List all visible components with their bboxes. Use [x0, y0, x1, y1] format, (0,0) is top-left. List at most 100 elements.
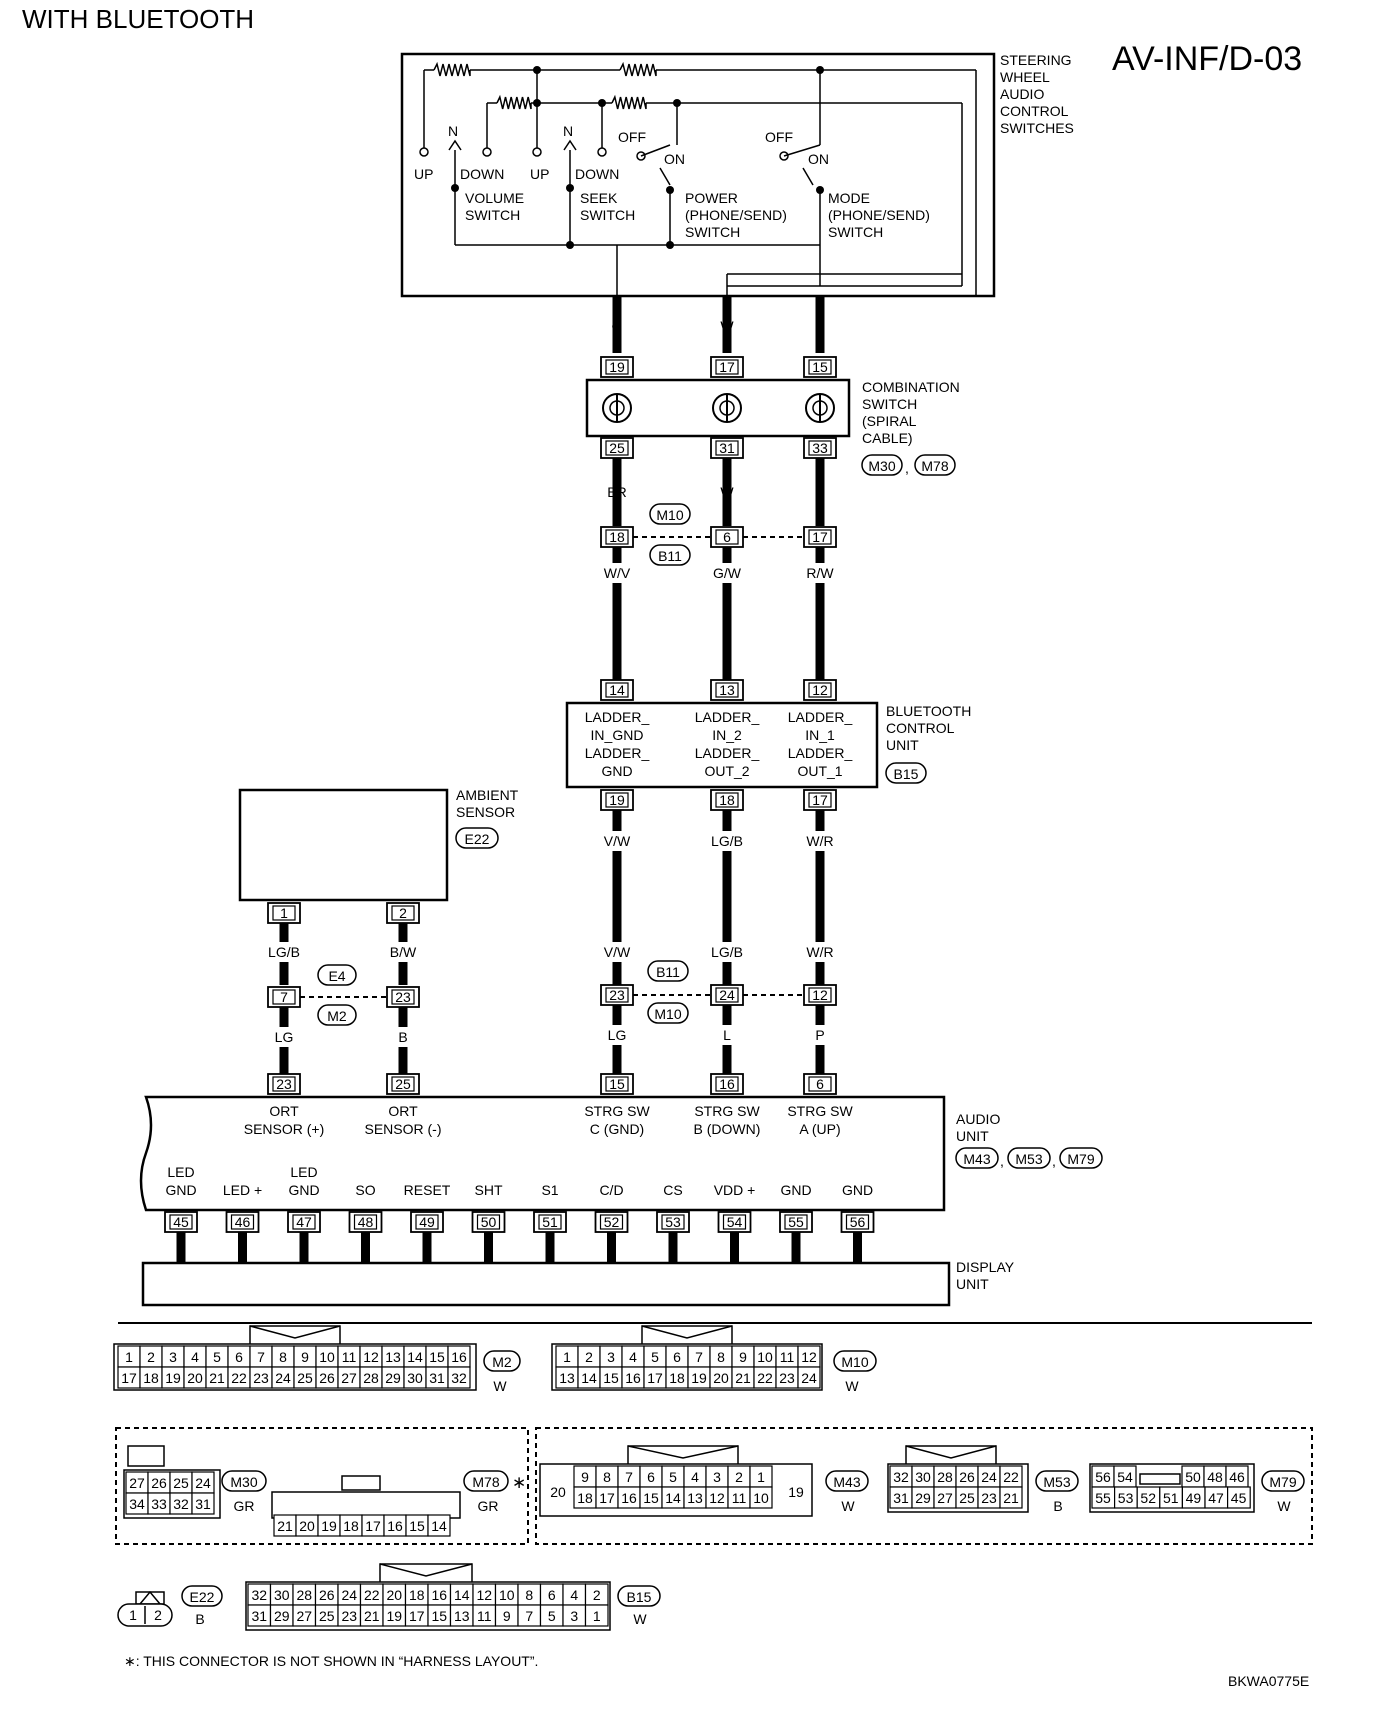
- cavity-number: 15: [431, 1608, 447, 1624]
- junction-dot: [566, 241, 574, 249]
- pin-box: [715, 440, 739, 456]
- seek-switch-label: SWITCH: [580, 207, 635, 223]
- connector-id-badge: M10: [833, 1350, 877, 1372]
- label-bg: [595, 942, 639, 962]
- cavity: [427, 1514, 451, 1537]
- connector-latch: [1139, 1473, 1181, 1485]
- badge-outline: [647, 960, 689, 982]
- cavity-number: 1: [129, 1607, 137, 1623]
- cavity-number: 30: [915, 1469, 931, 1485]
- terminal-label: A (UP): [799, 1121, 840, 1137]
- terminal-label: C/D: [599, 1182, 623, 1198]
- cavity-number: 18: [577, 1490, 593, 1506]
- combination-switch-label: SWITCH: [862, 396, 917, 412]
- badge-outline: [181, 1585, 223, 1607]
- cavity-number: 3: [713, 1469, 721, 1485]
- connector-latch: [341, 1475, 381, 1491]
- cavity-number: 14: [581, 1370, 597, 1386]
- cavity-number: 7: [257, 1349, 265, 1365]
- connector-id: E22: [465, 831, 490, 847]
- connector-color: B: [195, 1611, 204, 1627]
- switch-arm: [640, 144, 671, 157]
- cavity-number: 2: [154, 1607, 162, 1623]
- pin-box: [272, 905, 296, 921]
- badge-outline: [649, 544, 691, 566]
- pin-number: 17: [812, 529, 828, 545]
- pin-number: 19: [609, 792, 625, 808]
- pin-box: [715, 792, 739, 808]
- cavity-number: 14: [665, 1490, 681, 1506]
- cavity-number: 6: [647, 1469, 655, 1485]
- connector-pin: 23: [600, 984, 634, 1006]
- cavity-number: 48: [1207, 1469, 1223, 1485]
- connector-pin: 14: [600, 679, 634, 701]
- cavity-number: 2: [593, 1587, 601, 1603]
- connector-latch: [249, 1325, 341, 1344]
- connector-id-badge: M30: [861, 454, 903, 476]
- cavity-number: 46: [1229, 1469, 1245, 1485]
- power-on-label: ON: [664, 151, 685, 167]
- connector-latch: [135, 1591, 165, 1605]
- seek-n-label: N: [563, 123, 573, 139]
- terminal-label: CS: [663, 1182, 682, 1198]
- cavity-number: 15: [409, 1518, 425, 1534]
- pin-box: [391, 1076, 415, 1092]
- connector-color: W: [493, 1378, 507, 1394]
- cavity-number: 23: [253, 1370, 269, 1386]
- terminal-label: IN_2: [712, 727, 742, 743]
- connector-pin: 56: [840, 1211, 875, 1233]
- cavity-number: 2: [585, 1349, 593, 1365]
- cavity-number: 10: [757, 1349, 773, 1365]
- cavity-number: 20: [386, 1587, 402, 1603]
- ambient-sensor-label: SENSOR: [456, 804, 515, 820]
- wire-color-label: R: [815, 484, 825, 500]
- connector-pin: 16: [710, 1073, 744, 1095]
- connector-latch: [905, 1445, 997, 1464]
- connector-latch: [627, 1445, 739, 1459]
- cavity-number: 7: [525, 1608, 533, 1624]
- connector-id: M43: [833, 1474, 860, 1490]
- steering-switch-label: CONTROL: [1000, 103, 1069, 119]
- cavity-number: 18: [409, 1587, 425, 1603]
- badge-outline: [833, 1350, 877, 1372]
- cavity-number: 1: [563, 1349, 571, 1365]
- label-bg: [798, 563, 842, 583]
- pin-box: [808, 440, 832, 456]
- label-bg: [595, 563, 639, 583]
- pin-number: 52: [604, 1214, 620, 1230]
- cavity-number: 26: [151, 1475, 167, 1491]
- volume-down-label: DOWN: [460, 166, 504, 182]
- connector-id: M30: [868, 458, 895, 474]
- terminal-label: LED +: [223, 1182, 262, 1198]
- cavity-number: 16: [625, 1370, 641, 1386]
- connector-id: M79: [1067, 1151, 1094, 1167]
- display-unit-label: DISPLAY: [956, 1259, 1015, 1275]
- cavity-number: 31: [195, 1496, 211, 1512]
- cavity-number: 9: [301, 1349, 309, 1365]
- connector-id-badge: M30: [221, 1470, 267, 1492]
- pin-box: [715, 682, 739, 698]
- label-bg: [387, 1027, 419, 1047]
- label-bg: [705, 563, 749, 583]
- terminal-label: B (DOWN): [694, 1121, 761, 1137]
- cavity-number: 55: [1095, 1490, 1111, 1506]
- connector-id: M30: [230, 1474, 257, 1490]
- badge-outline: [885, 762, 927, 784]
- connector-pin: 49: [410, 1211, 444, 1233]
- seek-down-label: DOWN: [575, 166, 619, 182]
- connector-pin: 7: [267, 986, 301, 1008]
- display-unit-label: UNIT: [956, 1276, 989, 1292]
- cavity-number: 29: [274, 1608, 290, 1624]
- pin-number: 46: [235, 1214, 251, 1230]
- separator: ,: [905, 460, 909, 476]
- combination-switch-label: CABLE): [862, 430, 913, 446]
- connector-id-badge: M78: [463, 1470, 509, 1492]
- figure-code: BKWA0775E: [1228, 1673, 1309, 1689]
- cavity-number: 10: [499, 1587, 515, 1603]
- badge-outline: [914, 454, 956, 476]
- connector-color: W: [633, 1611, 647, 1627]
- pin-box: [391, 905, 415, 921]
- connector-pin: 2: [386, 902, 420, 924]
